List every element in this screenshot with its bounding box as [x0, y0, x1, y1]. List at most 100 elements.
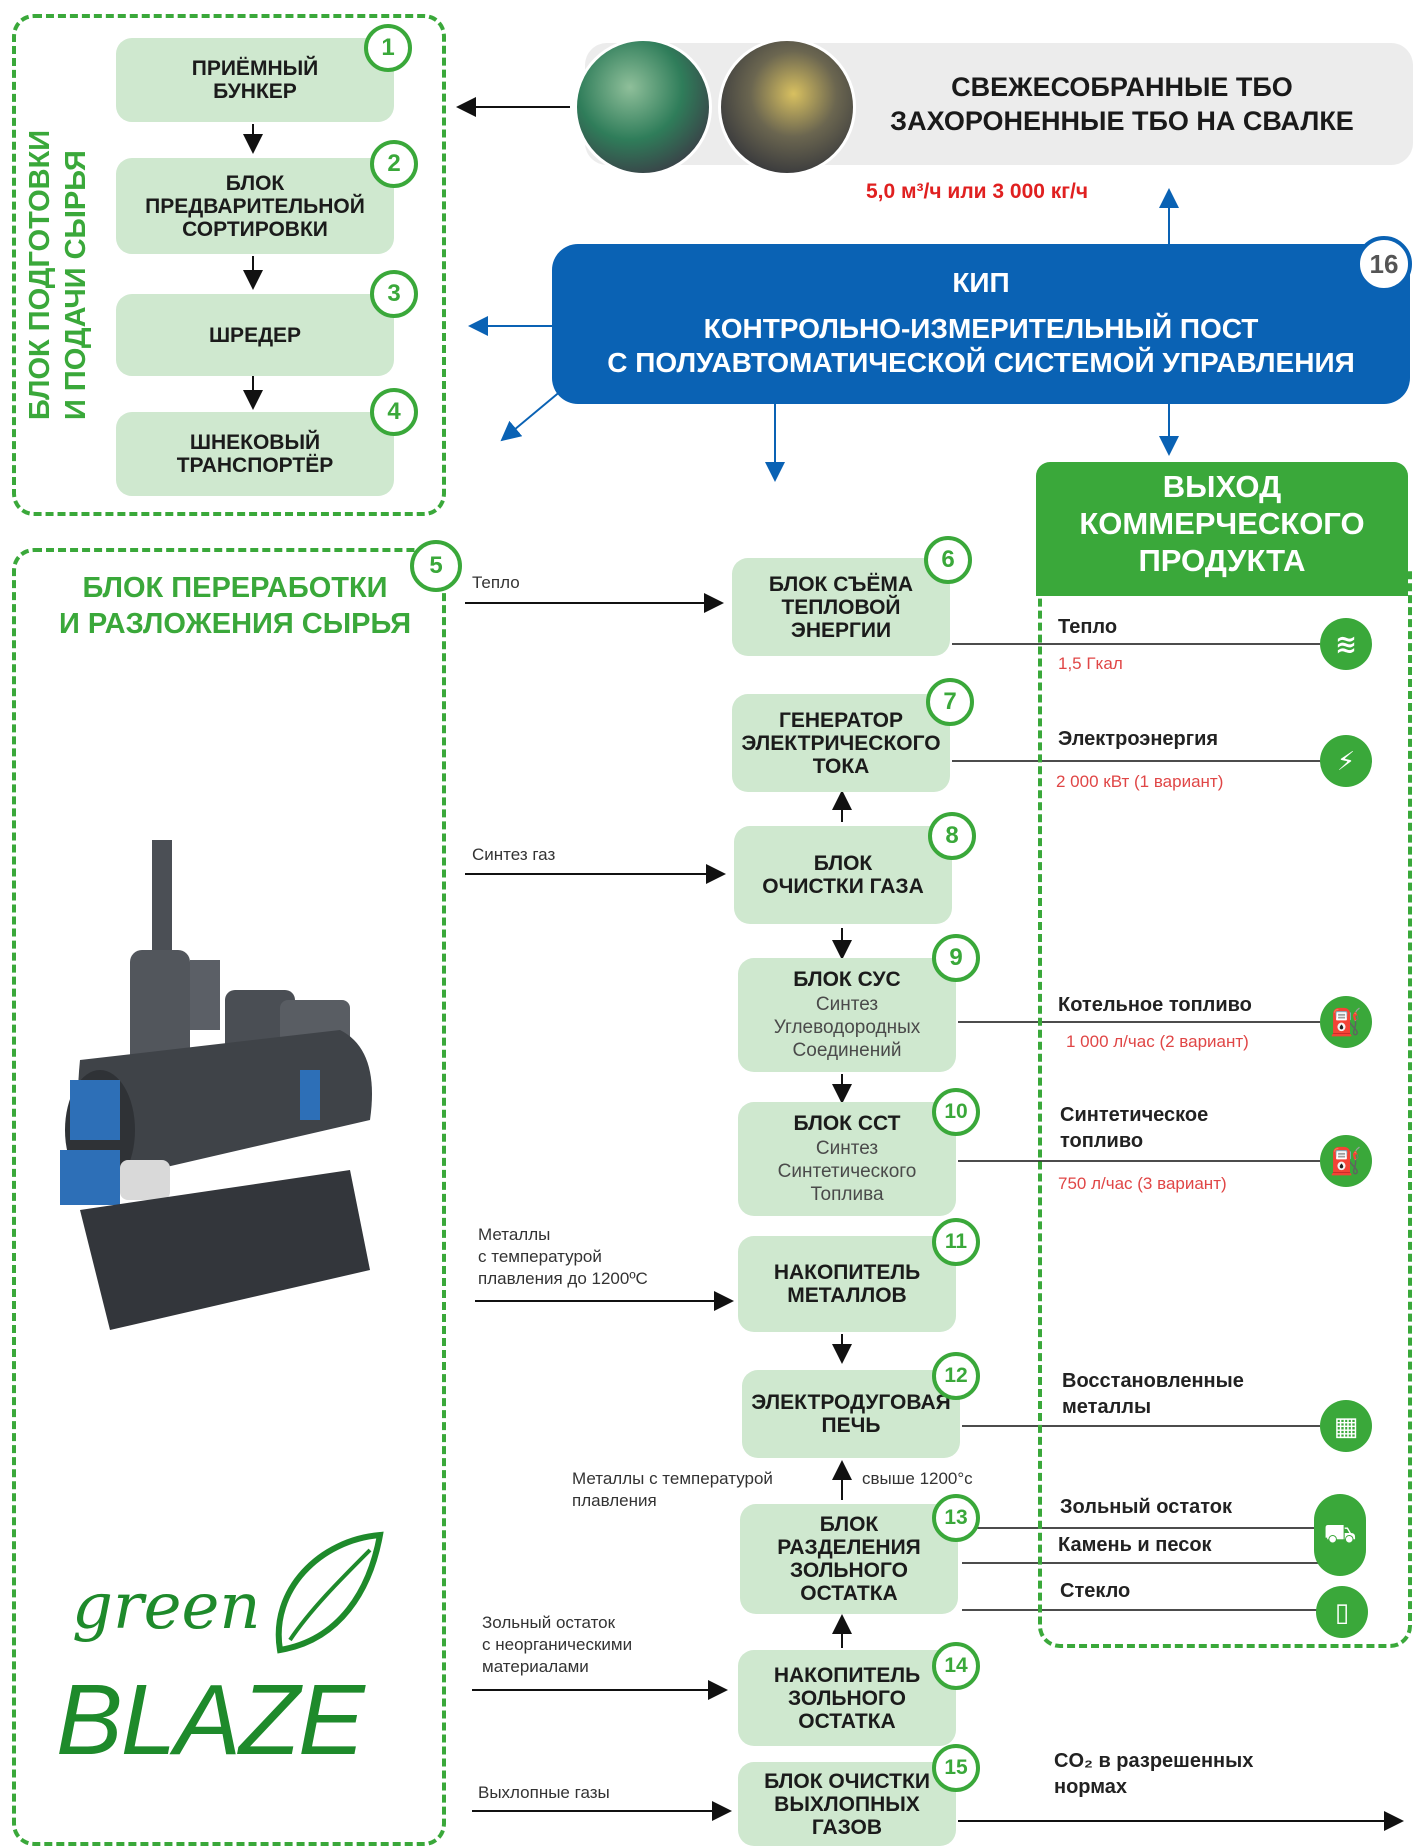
- kip-line1: КОНТРОЛЬНО-ИЗМЕРИТЕЛЬНЫЙ ПОСТ: [703, 313, 1259, 344]
- input-exhaust: Выхлопные газы: [478, 1783, 610, 1802]
- unit-9-hydrocarbon-synthesis: БЛОК СУС Синтез Углеводородных Соединени…: [738, 958, 956, 1072]
- landfill-photo: [718, 38, 856, 176]
- unit-4-screw-conveyor: ШНЕКОВЫЙ ТРАНСПОРТЁР: [116, 412, 394, 496]
- input-metals-high-l2: плавления: [572, 1491, 657, 1510]
- output-heat: Тепло: [1058, 616, 1118, 638]
- unit-13-line2: РАЗДЕЛЕНИЯ: [777, 1536, 921, 1559]
- reactor-unit-photo: [60, 840, 372, 1330]
- unit-11-line2: МЕТАЛЛОВ: [787, 1284, 907, 1307]
- input-syngas: Синтез газ: [472, 845, 556, 864]
- unit-9-sub2: Углеводородных: [773, 1017, 921, 1038]
- lightning-icon: ⚡: [1320, 735, 1372, 787]
- output-synthetic-fuel: Синтетическое топливо: [1060, 1102, 1208, 1154]
- unit-9-sub3: Соединений: [792, 1040, 902, 1061]
- unit-13-line4: ОСТАТКА: [800, 1582, 898, 1605]
- unit-12-arc-furnace: ЭЛЕКТРОДУГОВАЯ ПЕЧЬ: [742, 1370, 960, 1458]
- output-boiler-value: 1 000 л/час (2 вариант): [1066, 1032, 1249, 1051]
- unit-11-line1: НАКОПИТЕЛЬ: [773, 1261, 921, 1284]
- unit-12-line1: ЭЛЕКТРОДУГОВАЯ: [751, 1391, 951, 1414]
- badge-1: 1: [364, 24, 412, 72]
- input-heat: Тепло: [472, 573, 520, 592]
- unit-2-presorting: БЛОК ПРЕДВАРИТЕЛЬНОЙ СОРТИРОВКИ: [116, 158, 394, 254]
- output-co2: CO₂ в разрешенных нормах: [1054, 1748, 1253, 1800]
- output-electricity: Электроэнергия: [1058, 728, 1219, 750]
- fuel-canister-icon: ⛽: [1320, 996, 1372, 1048]
- output-synth-l1: Синтетическое: [1060, 1104, 1209, 1126]
- output-heat-value: 1,5 Гкал: [1058, 654, 1123, 673]
- metal-ingots-icon: ▦: [1320, 1400, 1372, 1452]
- greenblaze-logo: green BLAZE: [50, 1530, 390, 1780]
- unit-6-line3: ЭНЕРГИИ: [790, 618, 892, 642]
- output-synthetic-value: 750 л/час (3 вариант): [1058, 1174, 1227, 1193]
- unit-10-sub2: Синтетического: [777, 1161, 917, 1182]
- garbage-truck-photo: [574, 38, 712, 176]
- input-ash: Зольный остаток с неорганическими матери…: [482, 1612, 632, 1678]
- prep-block-title: БЛОК ПОДГОТОВКИ И ПОДАЧИ СЫРЬЯ: [22, 20, 94, 420]
- unit-7-generator: ГЕНЕРАТОР ЭЛЕКТРИЧЕСКОГО ТОКА: [732, 694, 950, 792]
- output-header: ВЫХОД КОММЕРЧЕСКОГО ПРОДУКТА: [1036, 462, 1408, 596]
- unit-8-gas-cleaning: БЛОК ОЧИСТКИ ГАЗА: [734, 826, 952, 924]
- unit-7-line2: ЭЛЕКТРИЧЕСКОГО: [741, 731, 941, 755]
- unit-10-sub3: Топлива: [810, 1184, 884, 1205]
- unit-12-line2: ПЕЧЬ: [821, 1414, 881, 1437]
- capacity-label: 5,0 м³/ч или 3 000 кг/ч: [866, 180, 1089, 203]
- unit-6-line2: ТЕПЛОВОЙ: [781, 595, 901, 619]
- badge-4: 4: [370, 388, 418, 436]
- prep-title-line1: БЛОК ПОДГОТОВКИ: [24, 129, 56, 420]
- input-metals-l1: Металлы: [478, 1225, 551, 1244]
- input-ash-l1: Зольный остаток: [482, 1613, 616, 1632]
- proc-title-line2: И РАЗЛОЖЕНИЯ СЫРЬЯ: [58, 608, 412, 640]
- fuel-drop-icon: ⛽: [1320, 1135, 1372, 1187]
- badge-7: 7: [926, 678, 974, 726]
- badge-14: 14: [932, 1642, 980, 1690]
- unit-15-line1: БЛОК ОЧИСТКИ: [764, 1769, 930, 1793]
- unit-13-line3: ЗОЛЬНОГО: [790, 1559, 908, 1582]
- unit-13-line1: БЛОК: [819, 1513, 879, 1536]
- unit-10-sub1: Синтез: [815, 1138, 879, 1159]
- unit-3-line1: ШРЕДЕР: [208, 323, 302, 347]
- badge-5: 5: [410, 540, 462, 592]
- heat-waves-icon: ≋: [1320, 618, 1372, 670]
- output-title-line3: ПРОДУКТА: [1138, 543, 1306, 578]
- input-ash-l3: материалами: [482, 1657, 589, 1676]
- unit-9-sub1: Синтез: [815, 994, 879, 1015]
- unit-9-line1: БЛОК СУС: [793, 968, 901, 991]
- output-title-line1: ВЫХОД: [1162, 469, 1282, 504]
- logo-word-blaze: BLAZE: [56, 1664, 365, 1776]
- input-metals-high-l1: Металлы с температурой: [572, 1469, 773, 1488]
- output-metals-l2: металлы: [1062, 1396, 1152, 1418]
- unit-10-line1: БЛОК ССТ: [793, 1112, 901, 1135]
- badge-10: 10: [932, 1088, 980, 1136]
- unit-15-line2: ВЫХЛОПНЫХ: [774, 1792, 920, 1816]
- leaf-icon: [275, 1531, 384, 1654]
- unit-2-line2: ПРЕДВАРИТЕЛЬНОЙ: [145, 194, 365, 218]
- unit-15-exhaust-cleaning: БЛОК ОЧИСТКИ ВЫХЛОПНЫХ ГАЗОВ: [738, 1762, 956, 1846]
- kip-box: КИП КОНТРОЛЬНО-ИЗМЕРИТЕЛЬНЫЙ ПОСТ С ПОЛУ…: [552, 244, 1410, 404]
- output-ash: Зольный остаток: [1060, 1496, 1233, 1518]
- unit-8-line2: ОЧИСТКИ ГАЗА: [762, 875, 924, 898]
- unit-7-line3: ТОКА: [812, 754, 870, 778]
- unit-3-shredder: ШРЕДЕР: [116, 294, 394, 376]
- output-title-line2: КОММЕРЧЕСКОГО: [1079, 506, 1365, 541]
- output-block-frame: [1038, 570, 1412, 1648]
- input-ash-l2: с неорганическими: [482, 1635, 633, 1654]
- unit-1-line2: БУНКЕР: [213, 80, 297, 103]
- badge-11: 11: [932, 1218, 980, 1266]
- badge-3: 3: [370, 270, 418, 318]
- badge-12: 12: [932, 1352, 980, 1400]
- proc-title-line1: БЛОК ПЕРЕРАБОТКИ: [82, 572, 388, 604]
- input-metals-l3: плавления до 1200ºС: [478, 1269, 648, 1288]
- output-synth-l2: топливо: [1060, 1130, 1144, 1152]
- unit-13-ash-separation: БЛОК РАЗДЕЛЕНИЯ ЗОЛЬНОГО ОСТАТКА: [740, 1504, 958, 1614]
- output-metals-l1: Восстановленные: [1062, 1370, 1244, 1392]
- kip-title: КИП: [952, 267, 1010, 298]
- badge-6: 6: [924, 536, 972, 584]
- badge-8: 8: [928, 812, 976, 860]
- badge-13: 13: [932, 1494, 980, 1542]
- unit-14-ash-storage: НАКОПИТЕЛЬ ЗОЛЬНОГО ОСТАТКА: [738, 1650, 956, 1746]
- output-boiler-fuel: Котельное топливо: [1058, 994, 1252, 1016]
- unit-1-receiving-bunker: ПРИЁМНЫЙ БУНКЕР: [116, 38, 394, 122]
- badge-15: 15: [932, 1744, 980, 1792]
- unit-14-line1: НАКОПИТЕЛЬ: [773, 1663, 921, 1687]
